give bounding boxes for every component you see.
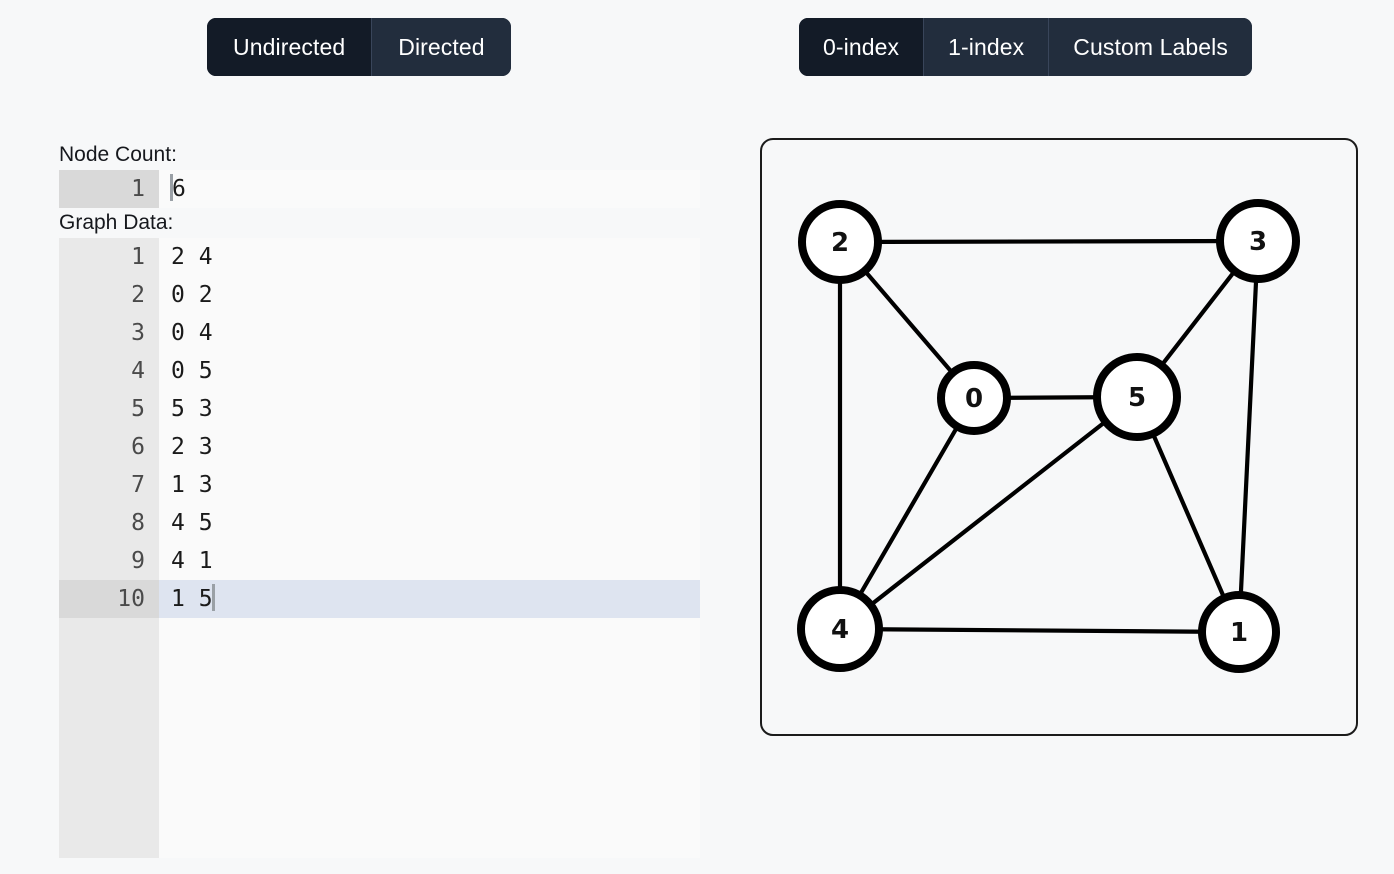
editor-line[interactable]: 9 4 1 xyxy=(59,542,700,580)
graph-node[interactable]: 0 xyxy=(937,361,1011,435)
graph-node[interactable]: 3 xyxy=(1216,199,1300,283)
line-number: 9 xyxy=(59,542,159,580)
graph-edge xyxy=(837,238,1261,245)
line-number: 2 xyxy=(59,276,159,314)
graph-edge xyxy=(837,394,1140,632)
node-label: 1 xyxy=(1230,618,1248,648)
node-label: 0 xyxy=(965,384,983,414)
text-caret xyxy=(211,584,215,611)
node-circle[interactable] xyxy=(797,586,883,672)
toggle-option-custom-labels[interactable]: Custom Labels xyxy=(1048,18,1252,76)
editor-line[interactable]: 4 0 5 xyxy=(59,352,700,390)
content-filler[interactable] xyxy=(159,618,700,858)
line-text[interactable]: 4 1 xyxy=(171,548,213,574)
line-number: 5 xyxy=(59,390,159,428)
gutter-filler xyxy=(59,618,159,858)
graph-node[interactable]: 4 xyxy=(797,586,883,672)
line-text[interactable]: 2 4 xyxy=(171,244,213,270)
editor-line[interactable]: 2 0 2 xyxy=(59,276,700,314)
editor-line[interactable]: 8 4 5 xyxy=(59,504,700,542)
editor-empty-area[interactable] xyxy=(59,618,700,858)
toggle-option-directed[interactable]: Directed xyxy=(371,18,511,76)
graph-edges-layer xyxy=(837,238,1261,635)
line-number: 1 xyxy=(59,238,159,276)
editor-line[interactable]: 5 5 3 xyxy=(59,390,700,428)
line-number: 8 xyxy=(59,504,159,542)
line-text[interactable]: 6 xyxy=(170,174,186,202)
line-text[interactable]: 4 5 xyxy=(171,510,213,536)
line-number: 3 xyxy=(59,314,159,352)
line-number: 1 xyxy=(59,170,159,208)
graph-visualization-panel[interactable]: 0 1 2 3 4 5 xyxy=(760,138,1358,736)
toggle-option-1-index[interactable]: 1-index xyxy=(923,18,1049,76)
line-number: 7 xyxy=(59,466,159,504)
graph-edge xyxy=(1236,238,1261,635)
text-caret xyxy=(170,174,173,201)
graph-edge xyxy=(837,395,977,632)
graph-nodes-layer: 0 1 2 3 4 5 xyxy=(797,199,1300,673)
editor-line[interactable]: 6 2 3 xyxy=(59,428,700,466)
editor-line[interactable]: 7 1 3 xyxy=(59,466,700,504)
toggle-option-0-index[interactable]: 0-index xyxy=(799,18,924,76)
graph-data-label: Graph Data: xyxy=(59,211,174,234)
line-text[interactable]: 1 3 xyxy=(171,472,213,498)
line-text[interactable]: 5 3 xyxy=(171,396,213,422)
line-number: 6 xyxy=(59,428,159,466)
line-text[interactable]: 0 4 xyxy=(171,320,213,346)
line-text[interactable]: 2 3 xyxy=(171,434,213,460)
node-circle[interactable] xyxy=(1198,591,1280,673)
node-count-label: Node Count: xyxy=(59,143,177,166)
node-circle[interactable] xyxy=(937,361,1011,435)
toggle-option-undirected[interactable]: Undirected xyxy=(207,18,372,76)
graph-edge xyxy=(837,626,1242,635)
node-label: 3 xyxy=(1249,227,1267,257)
editor-line[interactable]: 1 2 4 xyxy=(59,238,700,276)
line-number: 10 xyxy=(59,580,159,618)
line-text[interactable]: 0 2 xyxy=(171,282,213,308)
node-label: 4 xyxy=(831,615,849,645)
line-text[interactable]: 0 5 xyxy=(171,358,213,384)
node-circle[interactable] xyxy=(1216,199,1300,283)
node-circle[interactable] xyxy=(798,200,882,284)
graph-node[interactable]: 1 xyxy=(1198,591,1280,673)
line-text[interactable]: 1 5 xyxy=(159,580,700,618)
graph-canvas[interactable]: 0 1 2 3 4 5 xyxy=(762,140,1356,734)
graph-node[interactable]: 2 xyxy=(798,200,882,284)
node-label: 5 xyxy=(1128,383,1146,413)
node-label: 2 xyxy=(831,228,849,258)
editor-line[interactable]: 3 0 4 xyxy=(59,314,700,352)
line-number: 4 xyxy=(59,352,159,390)
graph-node[interactable]: 5 xyxy=(1093,353,1181,441)
node-circle[interactable] xyxy=(1093,353,1181,441)
